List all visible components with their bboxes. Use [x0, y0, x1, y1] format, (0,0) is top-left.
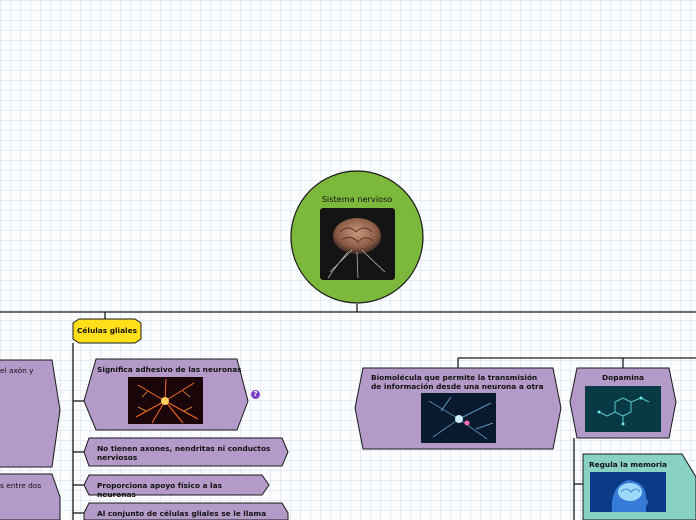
dopamine-molecule-image: [585, 386, 661, 432]
glial-item-shape-3[interactable]: [83, 474, 270, 496]
glial-item-3-text: Proporciona apoyo físico a las neuronas: [97, 481, 222, 499]
central-title: Sistema nervioso: [321, 194, 393, 204]
memory-brain-image: [590, 472, 666, 512]
neuron-network-image: [421, 393, 496, 443]
glial-item-shape-2[interactable]: [83, 437, 289, 467]
glial-label: Células gliales: [76, 326, 137, 335]
connector-lines: [0, 304, 696, 520]
glial-item-4-text: Al conjunto de células gliales se le lla…: [97, 509, 267, 518]
brain-image: [320, 208, 395, 280]
glial-item-1-text: Significa adhesivo de las neuronas: [97, 365, 242, 374]
glial-label-shape[interactable]: [72, 318, 142, 344]
left-fragment-top: el axón y: [0, 366, 34, 375]
dopamine-label: Dopamina: [602, 373, 644, 382]
memory-label: Regula la memoria: [588, 460, 668, 469]
definition-text: Biomolécula que permite la transmisión d…: [371, 373, 544, 391]
glial-item-2-text: No tienen axones, nendritas ni conductos…: [97, 444, 271, 462]
glial-item-shape-4[interactable]: [83, 502, 289, 520]
help-icon[interactable]: ?: [251, 390, 260, 399]
left-partial-node-bottom[interactable]: [0, 473, 61, 520]
left-partial-node-top[interactable]: [0, 359, 61, 468]
glial-cell-image: [128, 377, 203, 424]
left-fragment-bottom: s entre dos: [0, 481, 42, 490]
